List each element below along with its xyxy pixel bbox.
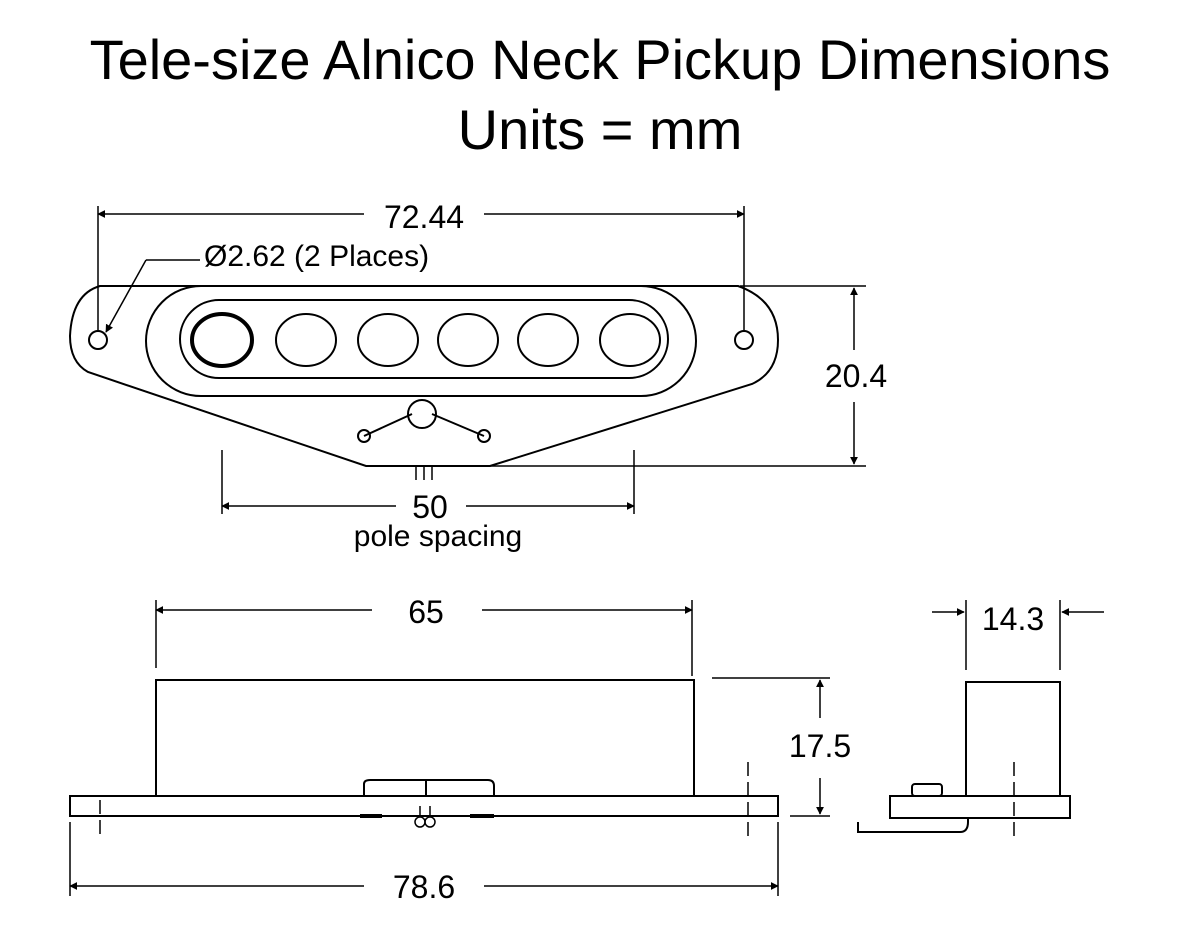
- pole-spacing-caption: pole spacing: [354, 520, 522, 553]
- units-subtitle: Units = mm: [457, 98, 743, 161]
- dim-50: [221, 450, 635, 514]
- bobbin-outline: [145, 285, 697, 397]
- overall-length-label: 72.44: [384, 199, 464, 235]
- pole-piece: [275, 313, 337, 367]
- dim-72-44: [97, 206, 745, 330]
- side-baseplate: [69, 795, 779, 817]
- side-view: [69, 600, 830, 896]
- pole-piece: [517, 313, 579, 367]
- height-label: 20.4: [825, 358, 887, 394]
- pole-piece: [437, 313, 499, 367]
- pole-piece: [357, 313, 419, 367]
- pole-piece: [599, 313, 661, 367]
- dim-17-5: [712, 677, 830, 817]
- baseplate-length-label: 78.6: [393, 869, 455, 905]
- lead-wires: [357, 399, 491, 480]
- pole-piece: [190, 312, 254, 368]
- bobbin-height-label: 17.5: [789, 728, 851, 764]
- pole-pieces: [190, 312, 661, 368]
- dim-78-6: [69, 822, 779, 896]
- side-bobbin: [155, 679, 695, 797]
- dim-65: [155, 600, 693, 676]
- dim-14-3: [932, 600, 1104, 670]
- pole-spacing-value-label: 50: [412, 489, 448, 525]
- mounting-hole-right: [734, 330, 754, 350]
- side-lead-tabs: [363, 779, 495, 796]
- end-bobbin: [965, 681, 1061, 797]
- bobbin-inner: [179, 299, 669, 379]
- end-view: [857, 600, 1104, 840]
- end-width-label: 14.3: [982, 601, 1044, 637]
- top-view: [68, 206, 866, 514]
- end-baseplate: [889, 795, 1071, 819]
- diagram-title: Tele-size Alnico Neck Pickup Dimensions: [89, 28, 1111, 91]
- hole-leader: [105, 259, 200, 333]
- bobbin-length-label: 65: [408, 594, 444, 630]
- mounting-hole-left: [88, 330, 108, 350]
- dim-20-4: [490, 285, 866, 467]
- baseplate-outline: [68, 285, 780, 467]
- end-lead-tab: [911, 783, 943, 797]
- hole-callout-label: Ø2.62 (2 Places): [204, 240, 429, 273]
